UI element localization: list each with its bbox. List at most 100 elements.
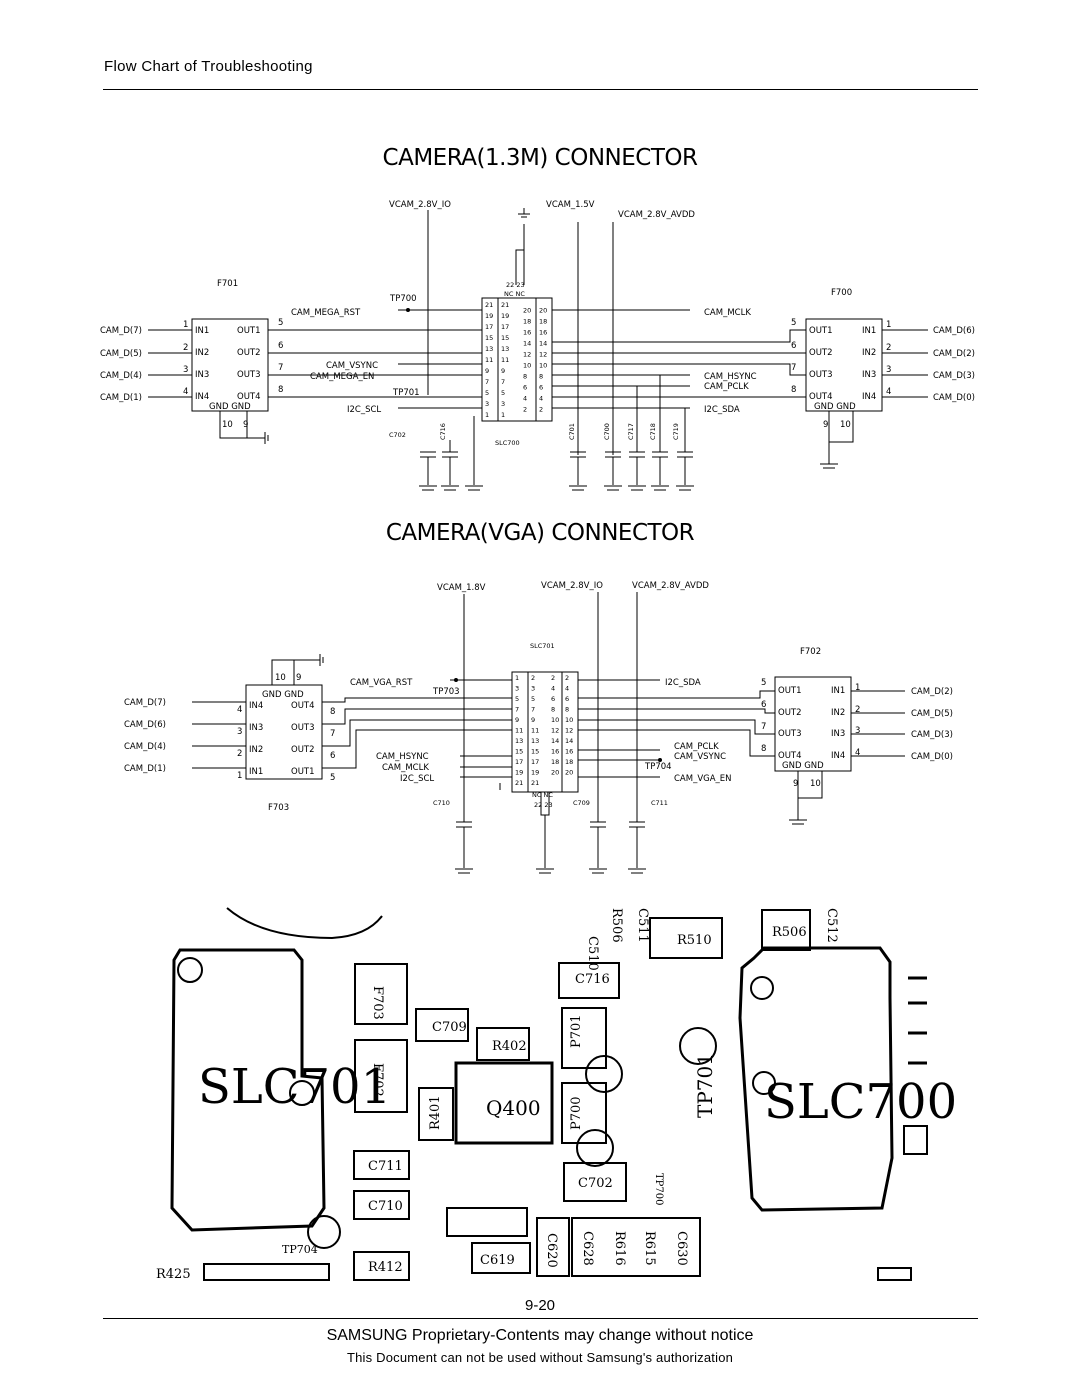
connector-pin-number: 16 <box>539 329 547 337</box>
signal-label: CAM_HSYNC <box>376 752 429 762</box>
pcb-component: R616 <box>612 1231 627 1266</box>
pin-number: 6 <box>761 700 766 710</box>
signal-label: I2C_SCL <box>347 405 381 415</box>
pcb-component: C512 <box>824 908 839 943</box>
connector-pin-number: 10 <box>539 362 547 370</box>
mounting-hole <box>752 1071 776 1095</box>
connector-pin-number: 13 <box>501 345 509 353</box>
connector-pin-number: 21 <box>531 779 539 787</box>
connector-pin-number: 18 <box>565 758 573 766</box>
pin-number: 9 <box>243 420 248 430</box>
connector-nc-pins: 22 23 <box>506 281 525 289</box>
pin-number: 7 <box>791 363 796 373</box>
f700-rows: OUT1 OUT2 OUT3 OUT4 IN1 IN2 IN3 IN4 5 6 … <box>552 318 975 469</box>
pin-number: 6 <box>278 341 283 351</box>
connector-pin-number: 1 <box>501 411 505 419</box>
connector-pin-number: 12 <box>565 727 573 735</box>
f703-rows: GND GND 10 9 CAM_D(7) CAM_D(6) CAM_D(4) … <box>124 654 512 783</box>
signal-label: I2C_SDA <box>665 678 701 688</box>
mounting-hole <box>750 976 774 1000</box>
pin-number: 8 <box>330 707 335 717</box>
pin-name: OUT2 <box>237 348 261 358</box>
connector-pin-number: 21 <box>485 301 493 309</box>
f701-rows: CAM_D(7) CAM_D(5) CAM_D(4) CAM_D(1) 1 2 … <box>100 318 482 444</box>
testpoint-pad <box>307 1215 341 1249</box>
gnd-label: GND GND <box>262 690 304 700</box>
signal-label: CAM_D(3) <box>911 730 953 740</box>
pin-number: 8 <box>791 385 796 395</box>
connector-pin-number: 8 <box>539 373 543 381</box>
signal-label: CAM_MEGA_EN <box>310 372 374 382</box>
pin-name: IN3 <box>195 370 209 380</box>
pin-number: 5 <box>330 773 335 783</box>
pcb-component: F702 <box>370 1063 385 1097</box>
pin-name: OUT1 <box>809 326 833 336</box>
pin-name: IN1 <box>831 686 845 696</box>
pcb-component: C630 <box>674 1231 689 1266</box>
connector-pin-number: 4 <box>565 685 569 693</box>
connector-pin-number: 5 <box>531 695 535 703</box>
connector-pin-number: 11 <box>515 727 523 735</box>
filter-ref: F702 <box>800 647 821 657</box>
signal-label: CAM_PCLK <box>704 382 749 392</box>
connector-ref: SLC701 <box>530 642 555 650</box>
signal-label: CAM_D(0) <box>933 393 975 403</box>
testpoint-pad <box>679 1027 717 1065</box>
signal-label: CAM_D(7) <box>124 698 166 708</box>
pin-number: 4 <box>183 387 188 397</box>
connector-pin-number: 17 <box>531 758 539 766</box>
slc700-shield <box>738 946 894 1212</box>
connector-pin-number: 8 <box>551 706 555 714</box>
connector-pin-number: 11 <box>501 356 509 364</box>
pin-name: OUT2 <box>778 708 802 718</box>
pcb-component: C620 <box>544 1233 559 1268</box>
section-title: Flow Chart of Troubleshooting <box>104 58 313 75</box>
cap-label: C717 <box>627 423 635 440</box>
connector-pins: 2119171513119753121191715131197531201816… <box>485 301 547 419</box>
filter-ref: F700 <box>831 288 852 298</box>
rail-label: VCAM_2.8V_AVDD <box>632 581 709 591</box>
pin-number: 8 <box>278 385 283 395</box>
pin-name: IN1 <box>862 326 876 336</box>
connector-pin-number: 11 <box>531 727 539 735</box>
signal-label: CAM_D(6) <box>124 720 166 730</box>
connector-pin-number: 14 <box>565 737 573 745</box>
connector-pin-number: 19 <box>501 312 509 320</box>
signal-label: I2C_SDA <box>704 405 740 415</box>
connector-pin-number: 7 <box>515 706 519 714</box>
pcb-component: C510 <box>585 936 600 971</box>
pcb-component: C716 <box>575 972 610 987</box>
camera-vga-schematic: VCAM_1.8V VCAM_2.8V_IO VCAM_2.8V_AVDD F7… <box>124 581 953 874</box>
connector-pin-number: 10 <box>551 716 559 724</box>
connector-pin-number: 9 <box>515 716 519 724</box>
pin-number: 9 <box>793 779 798 789</box>
connector-pin-number: 19 <box>531 769 539 777</box>
connector-pin-number: 18 <box>551 758 559 766</box>
pin-number: 6 <box>330 751 335 761</box>
pcb-component: R412 <box>368 1260 403 1275</box>
connector-pin-number: 13 <box>515 737 523 745</box>
testpoint-label: TP701 <box>392 388 420 398</box>
connector-pin-number: 10 <box>523 362 531 370</box>
connector-pin-number: 8 <box>565 706 569 714</box>
connector-pin-number: 2 <box>539 406 543 414</box>
connector-pin-number: 16 <box>551 748 559 756</box>
cap-label: C711 <box>651 799 668 807</box>
pcb-component: R401 <box>428 1095 443 1130</box>
f702-rows: OUT1 OUT2 OUT3 OUT4 IN1 IN2 IN3 IN4 5 6 … <box>578 678 953 825</box>
connector-outer-right <box>561 671 579 793</box>
connector-pin-number: 10 <box>565 716 573 724</box>
gnd-label: GND GND <box>782 761 824 771</box>
connector-pin-number: 4 <box>523 395 527 403</box>
signal-label: CAM_VGA_RST <box>350 678 413 688</box>
connector-pin-number: 17 <box>515 758 523 766</box>
capacitor-row: C702 C716 C701 C700 C717 C718 C719 <box>389 375 694 491</box>
pin-number: 10 <box>810 779 821 789</box>
pin-name: IN3 <box>831 729 845 739</box>
connector-nc: NC NC <box>532 791 553 799</box>
connector-pin-number: 18 <box>523 318 531 326</box>
pin-name: OUT4 <box>778 751 802 761</box>
connector-pin-number: 11 <box>485 356 493 364</box>
slc701-shield <box>170 948 326 1232</box>
connector-pin-number: 5 <box>515 695 519 703</box>
